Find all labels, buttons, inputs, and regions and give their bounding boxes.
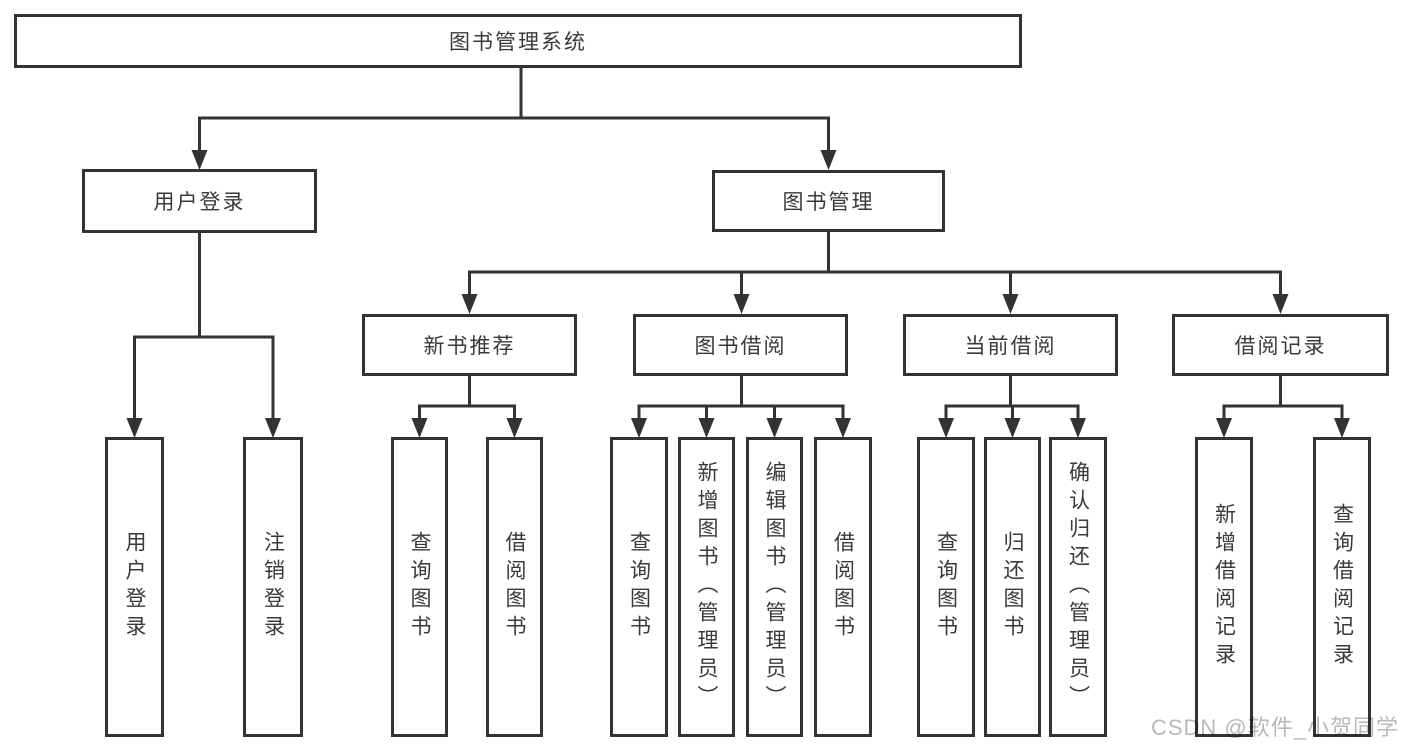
node-leaf-query-books-recommend-label: 查询图书 (408, 531, 432, 643)
node-leaf-query-books-current: 查询图书 (917, 437, 975, 737)
node-leaf-add-book-admin-label: 新增图书（管理员） (695, 461, 719, 713)
node-root: 图书管理系统 (14, 14, 1022, 68)
node-book-borrowing-label: 图书借阅 (694, 335, 787, 358)
node-leaf-query-books-recommend: 查询图书 (391, 437, 448, 737)
node-leaf-query-borrow-record: 查询借阅记录 (1313, 437, 1371, 737)
node-leaf-logout-label: 注销登录 (261, 531, 285, 643)
node-leaf-confirm-return-admin-label: 确认归还（管理员） (1066, 461, 1090, 713)
node-leaf-query-books-borrowing-label: 查询图书 (627, 531, 651, 643)
node-leaf-return-books-label: 归还图书 (1001, 531, 1025, 643)
node-leaf-query-books-current-label: 查询图书 (934, 531, 958, 643)
node-leaf-borrow-books-borrowing: 借阅图书 (814, 437, 872, 737)
node-new-book-recommendation-label: 新书推荐 (423, 335, 516, 358)
node-root-label: 图书管理系统 (449, 31, 587, 54)
node-book-management: 图书管理 (712, 170, 945, 232)
csdn-watermark: CSDN @软件_小贺同学 (1150, 715, 1399, 740)
node-leaf-edit-book-admin: 编辑图书（管理员） (746, 437, 803, 737)
node-current-borrowing-label: 当前借阅 (964, 335, 1057, 358)
node-leaf-query-borrow-record-label: 查询借阅记录 (1330, 503, 1354, 671)
node-borrowing-records-label: 借阅记录 (1234, 335, 1327, 358)
node-leaf-return-books: 归还图书 (984, 437, 1041, 737)
node-leaf-edit-book-admin-label: 编辑图书（管理员） (763, 461, 787, 713)
node-leaf-confirm-return-admin: 确认归还（管理员） (1049, 437, 1107, 737)
node-current-borrowing: 当前借阅 (903, 314, 1118, 376)
node-user-login-label: 用户登录 (153, 191, 246, 214)
node-leaf-add-borrow-record: 新增借阅记录 (1195, 437, 1253, 737)
node-leaf-logout: 注销登录 (243, 437, 303, 737)
node-leaf-query-books-borrowing: 查询图书 (610, 437, 668, 737)
node-leaf-borrow-books-borrowing-label: 借阅图书 (831, 531, 855, 643)
node-borrowing-records: 借阅记录 (1172, 314, 1389, 376)
node-leaf-user-login-label: 用户登录 (123, 531, 147, 643)
node-book-management-label: 图书管理 (782, 191, 875, 214)
node-leaf-user-login: 用户登录 (105, 437, 164, 737)
node-leaf-add-book-admin: 新增图书（管理员） (678, 437, 735, 737)
node-book-borrowing: 图书借阅 (633, 314, 848, 376)
node-leaf-borrow-books-recommend: 借阅图书 (486, 437, 543, 737)
node-new-book-recommendation: 新书推荐 (362, 314, 577, 376)
node-leaf-borrow-books-recommend-label: 借阅图书 (503, 531, 527, 643)
node-leaf-add-borrow-record-label: 新增借阅记录 (1212, 503, 1236, 671)
node-user-login: 用户登录 (82, 169, 317, 233)
